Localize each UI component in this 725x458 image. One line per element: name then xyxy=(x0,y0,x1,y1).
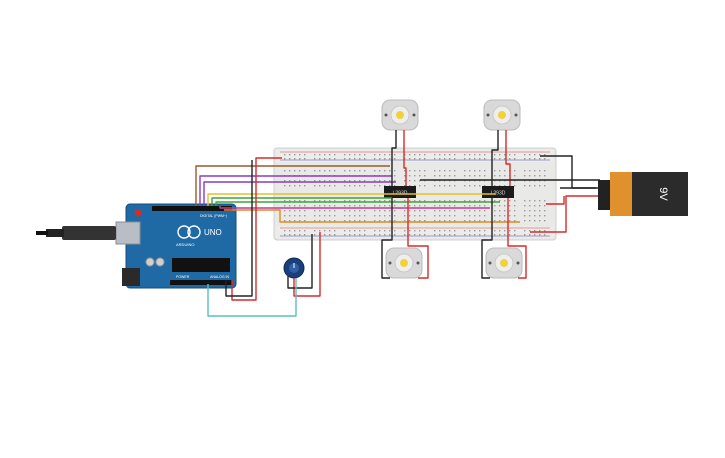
wire-mbr-a xyxy=(481,198,493,279)
wires xyxy=(195,130,600,317)
wire-mtl-b xyxy=(403,130,407,186)
analog-label: ANALOG IN xyxy=(210,275,230,279)
wire-mtr-b xyxy=(505,130,511,186)
arduino-sub: ARDUINO xyxy=(176,242,194,247)
motor-bottom-left[interactable] xyxy=(385,247,423,279)
wire-mbl-a xyxy=(381,198,393,279)
wire-yellow xyxy=(207,193,496,206)
atmega-chip xyxy=(172,258,230,272)
wire-green-2 xyxy=(215,201,500,206)
arduino-logo xyxy=(177,225,191,239)
wire-mbl-b xyxy=(407,198,429,279)
reset-button[interactable] xyxy=(134,209,142,217)
wire-purple xyxy=(199,175,392,206)
driver-right[interactable]: L293D xyxy=(482,186,514,198)
usb-cable xyxy=(36,226,116,240)
capacitor xyxy=(155,257,165,267)
digital-label: DIGITAL (PWM~) xyxy=(200,214,227,218)
motor-top-right[interactable] xyxy=(483,99,521,131)
wire-gnd xyxy=(225,160,253,297)
driver-right-label: L293D xyxy=(491,191,506,197)
wire-pot-gnd xyxy=(287,234,313,289)
breadboard-holes xyxy=(284,154,546,236)
wire-mtl-a xyxy=(391,130,397,186)
wire-pot-signal xyxy=(207,278,297,317)
wire-mtr-a xyxy=(491,130,499,186)
arduino-uno[interactable]: UNO ARDUINO DIGITAL (PWM~) POWER ANALOG … xyxy=(115,203,237,289)
motor-bottom-right[interactable] xyxy=(485,247,523,279)
battery-9v[interactable]: 9V xyxy=(598,172,688,216)
motor-top-left[interactable] xyxy=(381,99,419,131)
arduino-brand: UNO xyxy=(204,228,222,237)
wire-bat-vcc xyxy=(530,195,598,233)
capacitor xyxy=(145,257,155,267)
wire-mbr-b xyxy=(507,198,527,279)
power-label: POWER xyxy=(176,275,190,279)
wire-bat-vcc-2 xyxy=(546,196,565,205)
wire-5v xyxy=(231,157,282,301)
wire-magenta xyxy=(219,206,490,209)
wire-brown xyxy=(195,165,390,206)
wire-purple-2 xyxy=(203,181,396,206)
dc-jack xyxy=(122,268,140,286)
wire-green xyxy=(211,197,392,206)
usb-port xyxy=(115,221,141,245)
wire-pot-vcc xyxy=(293,232,321,297)
potentiometer[interactable] xyxy=(283,257,305,279)
driver-left[interactable]: L293D xyxy=(384,186,416,198)
battery-label: 9V xyxy=(657,187,669,201)
